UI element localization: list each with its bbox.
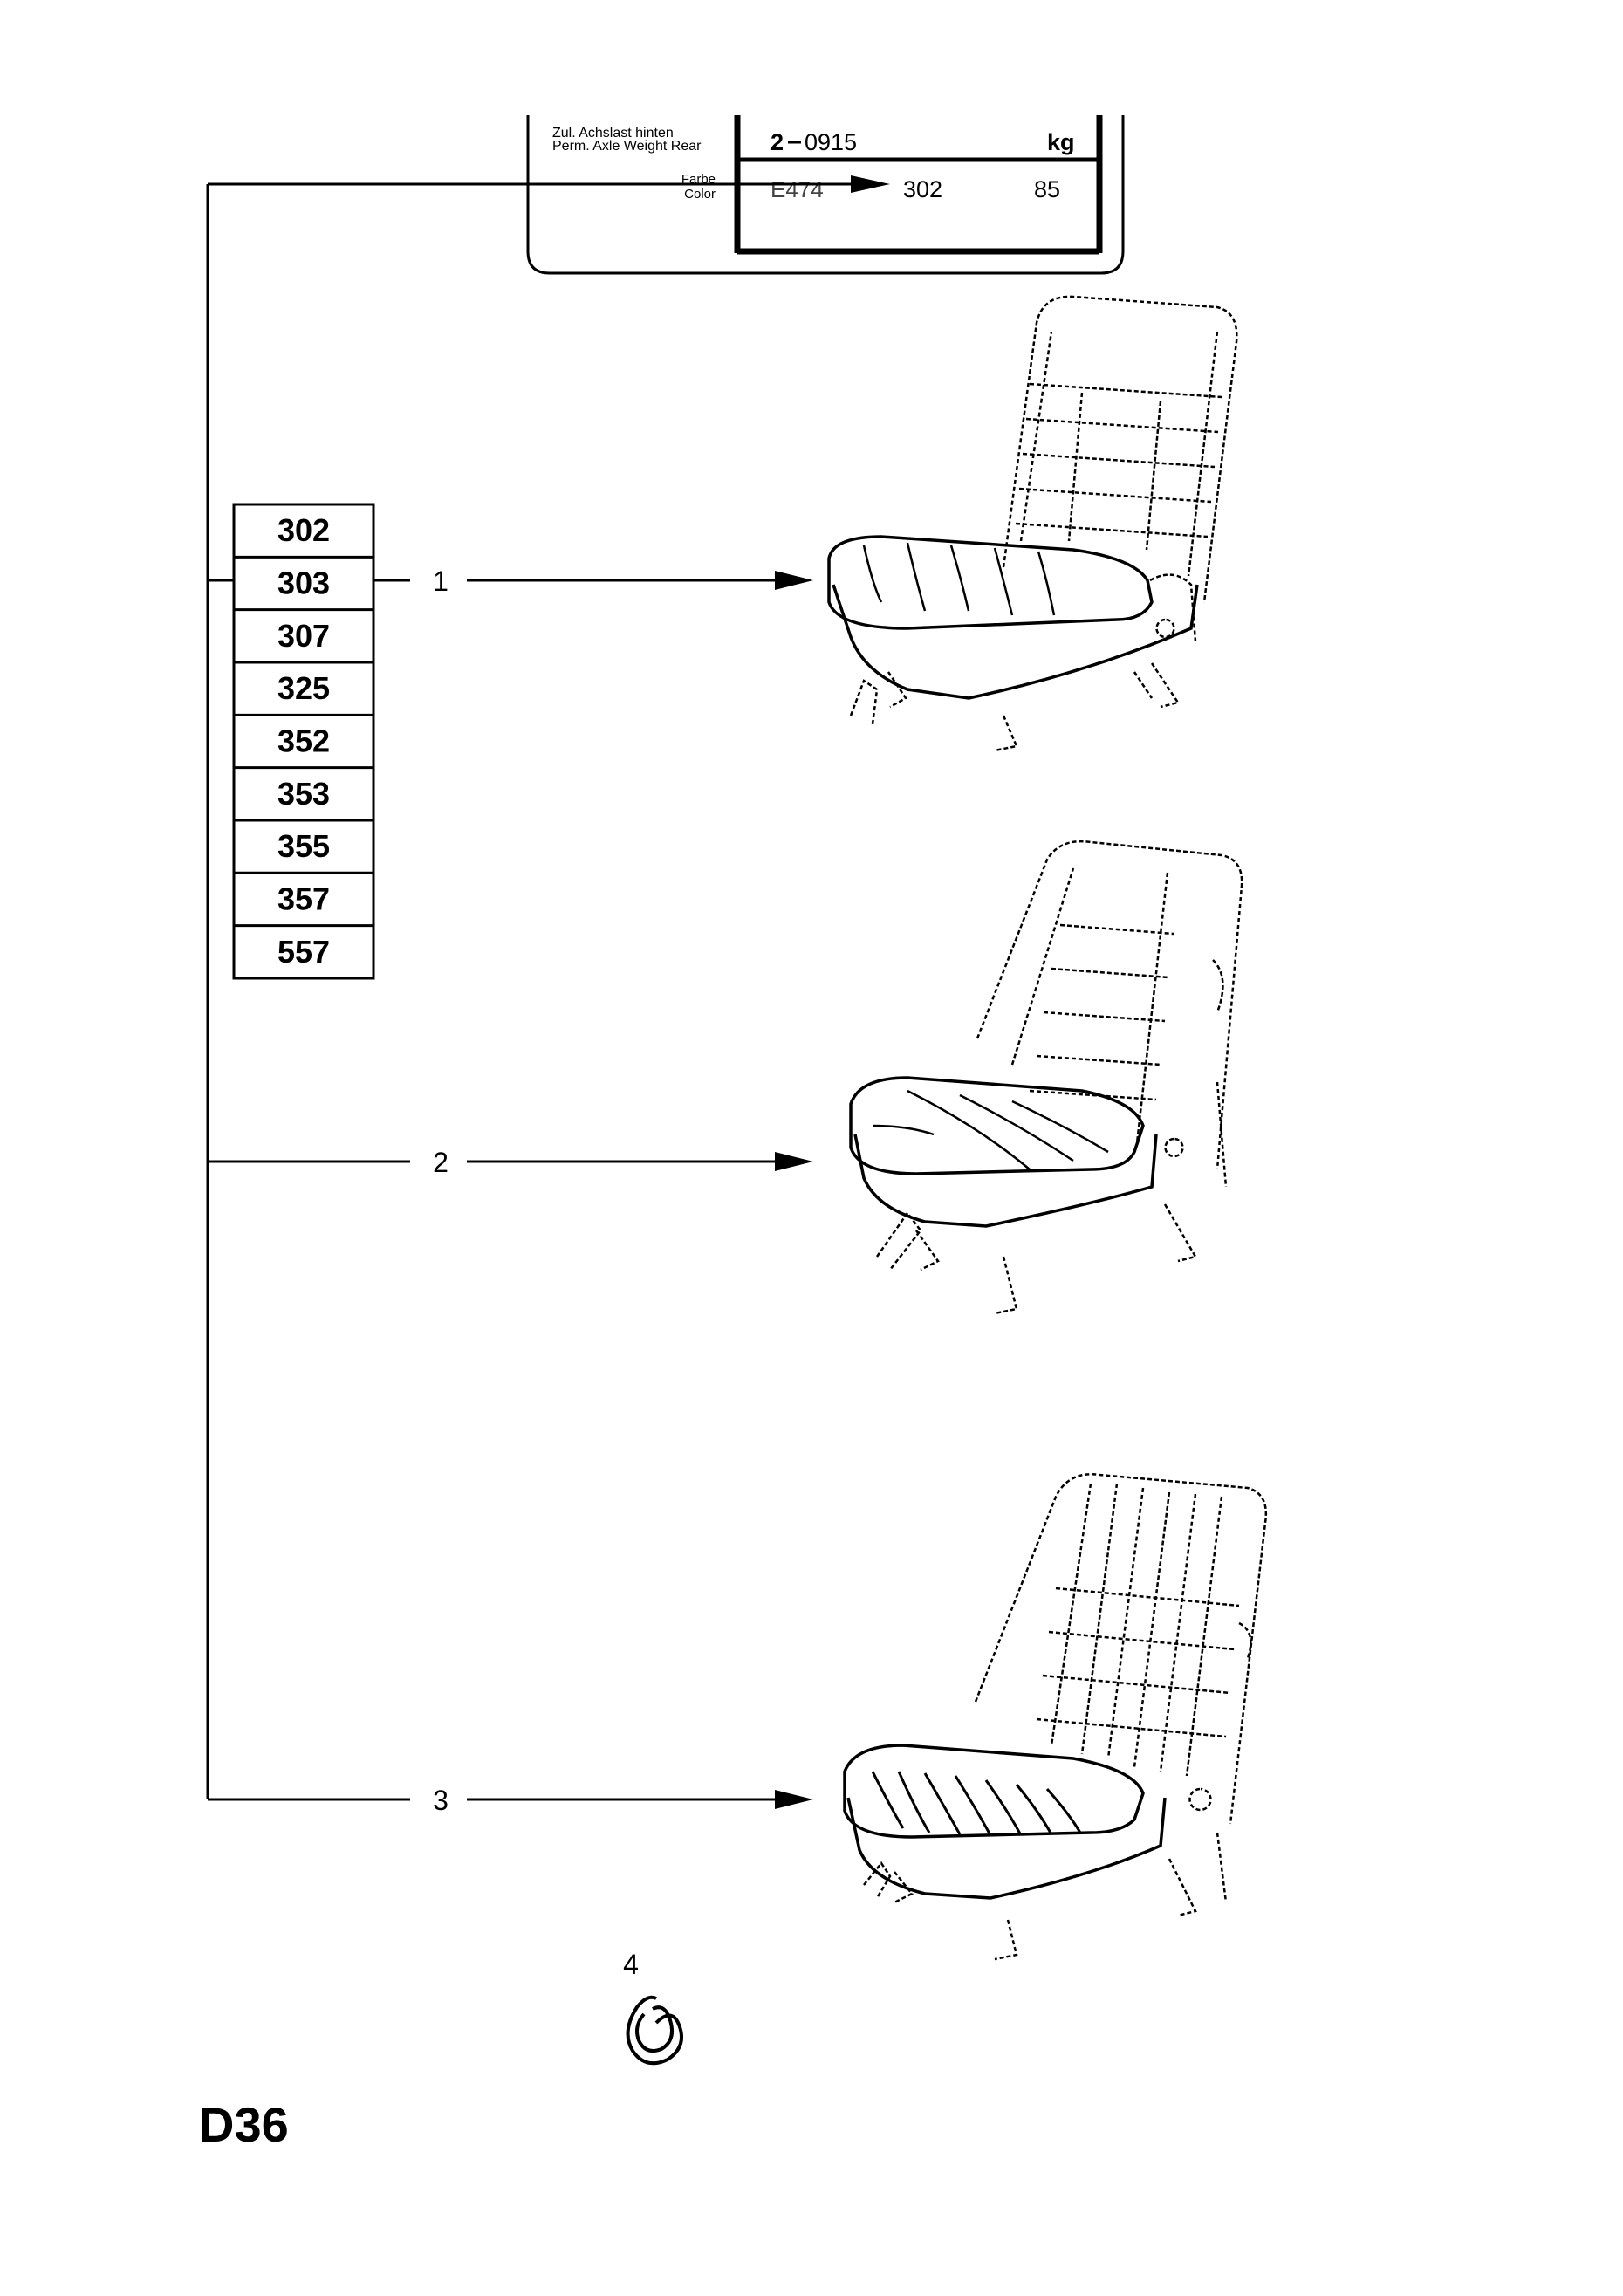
code-cell: 302 bbox=[277, 512, 330, 548]
clip-part-4 bbox=[626, 1995, 683, 2066]
code-cell: 353 bbox=[277, 776, 330, 812]
seat-illustration-1 bbox=[849, 295, 1238, 752]
callout-3: 3 bbox=[433, 1785, 449, 1816]
paint-code: 85 bbox=[1034, 176, 1060, 202]
callout-1: 1 bbox=[433, 565, 449, 597]
trim-code: 302 bbox=[903, 176, 942, 202]
code-cell: 557 bbox=[277, 934, 330, 970]
axle-label-en: Perm. Axle Weight Rear bbox=[552, 139, 702, 154]
page-label: D36 bbox=[199, 2097, 289, 2152]
color-label-en: Color bbox=[684, 187, 716, 202]
seat-cushion-1 bbox=[827, 535, 1199, 700]
axle-unit: kg bbox=[1047, 129, 1075, 155]
seat-cushion-3 bbox=[843, 1744, 1167, 1900]
axle-prefix: 2 bbox=[770, 129, 784, 155]
code-cell: 307 bbox=[277, 618, 330, 654]
axle-label-de: Zul. Achslast hinten bbox=[552, 126, 674, 141]
callout-2: 2 bbox=[433, 1147, 449, 1178]
color-code: E474 bbox=[770, 176, 824, 202]
code-cell: 357 bbox=[277, 881, 330, 916]
trim-code-table: 302 303 307 325 352 353 355 357 557 bbox=[232, 503, 375, 980]
leader-lines bbox=[206, 175, 890, 1809]
vehicle-data-plate: Zul. Achslast hinten Perm. Axle Weight R… bbox=[526, 115, 1125, 275]
axle-value: 0915 bbox=[805, 129, 857, 155]
code-cell: 303 bbox=[277, 565, 330, 600]
seat-illustration-3 bbox=[863, 1473, 1268, 1961]
code-cell: 325 bbox=[277, 670, 330, 706]
callout-4: 4 bbox=[623, 1949, 639, 1980]
code-cell: 355 bbox=[277, 828, 330, 864]
seat-cushion-2 bbox=[849, 1076, 1158, 1228]
seat-illustration-2 bbox=[875, 840, 1243, 1315]
code-cell: 352 bbox=[277, 723, 330, 758]
